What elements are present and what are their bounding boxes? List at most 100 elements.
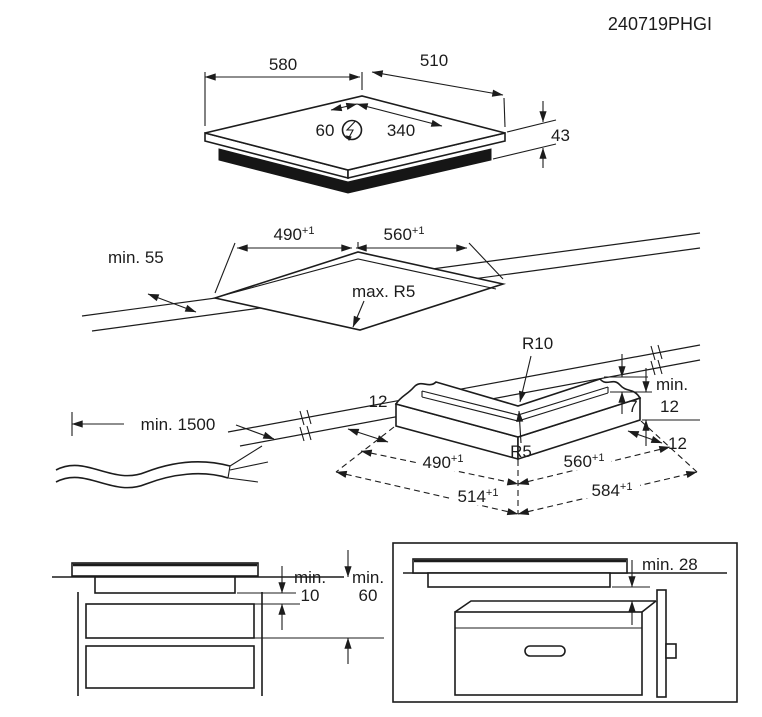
worktop-edge-line	[227, 344, 701, 433]
dim-label-corner-radius: max. R5	[352, 282, 415, 301]
extension-line	[214, 242, 236, 294]
dim-label-cable-y: 340	[387, 121, 415, 140]
superscript-tolerance: +1	[412, 225, 425, 237]
cutout-inner-edge	[220, 258, 497, 297]
dimension-line	[335, 470, 519, 516]
leader-arrow	[516, 410, 524, 444]
dim-cutout-width: 490+1	[214, 225, 359, 294]
superscript-tolerance: +1	[620, 481, 633, 493]
dimension-line	[371, 70, 504, 97]
label-backing	[557, 454, 611, 470]
dim-label-min-value: 12	[660, 397, 679, 416]
leader-arrow	[518, 355, 532, 403]
dim-overall-depth: 584+1	[517, 470, 698, 516]
extension-line	[503, 97, 506, 128]
value: 560	[564, 452, 592, 471]
leader-arrow	[352, 300, 365, 328]
dim-label-overall-width: 514+1	[458, 487, 499, 506]
lightning-bolt-icon	[345, 121, 356, 138]
value: 560	[384, 225, 412, 244]
drawer-upper	[85, 603, 255, 639]
hob-body-band	[218, 148, 492, 194]
dim-label-cutout-width: 490+1	[274, 225, 315, 244]
label-backing	[584, 482, 640, 498]
dimension-line	[147, 293, 197, 313]
dim-cutout-corner-radius: max. R5	[352, 282, 415, 328]
dim-label-recess-cutout-depth: 560+1	[564, 452, 605, 471]
dimension-line	[517, 446, 671, 485]
break-mark-right	[650, 344, 663, 376]
dim-label-border-right: 12	[668, 434, 687, 453]
cabinet-sides	[77, 592, 263, 696]
oven-top-face	[454, 600, 657, 613]
dim-label-cutout-depth: 560+1	[384, 225, 425, 244]
cable-length-view: min. 1500	[55, 412, 275, 489]
dim-top-radius: R10	[518, 334, 553, 403]
break-marks	[299, 344, 663, 442]
dim-label-clearance-min-word: min.	[352, 568, 384, 587]
dim-label-hob-width: 580	[269, 55, 297, 74]
dim-hob-width: 580	[204, 55, 363, 126]
built-in-oven	[454, 600, 657, 696]
dim-hob-depth: 510	[371, 51, 506, 128]
dim-recess-cutout-width: 490+1	[360, 449, 519, 486]
dim-label-oven-clearance: min. 28	[642, 555, 698, 574]
cable-wire-strands	[227, 445, 269, 483]
dim-recess-cutout-depth: 560+1	[517, 446, 671, 485]
dim-label-cable-length: min. 1500	[141, 415, 216, 434]
dim-label-overall-depth: 584+1	[592, 481, 633, 500]
document-code: 240719PHGI	[608, 14, 712, 34]
extension-line	[468, 242, 504, 280]
dim-label-clearance: min. 55	[108, 248, 164, 267]
dimension-arrow-right	[235, 424, 275, 440]
panel-knob	[665, 643, 677, 659]
cutout-opening	[211, 251, 507, 331]
value: 514	[458, 487, 486, 506]
dim-oven-clearance: min. 28	[612, 555, 698, 625]
label-backing	[418, 455, 468, 471]
superscript-tolerance: +1	[302, 225, 315, 237]
superscript-tolerance: +1	[592, 452, 605, 464]
dim-cutout-depth: 560+1	[355, 225, 504, 280]
dim-label-gap-min-word: min.	[294, 568, 326, 587]
hob-body-section	[94, 576, 236, 594]
value: 490	[274, 225, 302, 244]
corner-piece-top-surface	[394, 378, 642, 438]
dim-cable-offset-x	[330, 102, 358, 112]
label-backing	[450, 489, 506, 505]
superscript-tolerance: +1	[486, 487, 499, 499]
dim-label-cable-x: 60	[316, 121, 335, 140]
cabinet-section-view: min. 10 min. 60	[52, 550, 384, 696]
dim-right-side-stack: 7 min. 12	[604, 354, 700, 446]
worktop-cutout-view: min. 55 490+1 560+1 max. R5	[81, 225, 701, 332]
dim-label-recess-cutout-width: 490+1	[423, 453, 464, 472]
cable-outline-top	[55, 460, 231, 477]
dim-label-min-word: min.	[656, 375, 688, 394]
value: 490	[423, 453, 451, 472]
dim-total-clearance: min. 60	[344, 550, 384, 664]
value: 584	[592, 481, 620, 500]
dim-label-hob-height: 43	[551, 126, 570, 145]
mains-cable-icon	[55, 445, 269, 489]
cable-outline-bottom	[55, 472, 229, 489]
extension-line	[506, 119, 557, 133]
dimension-line	[627, 430, 663, 444]
dim-label-border-left: 12	[369, 392, 388, 411]
dim-cable-offset-y	[356, 103, 443, 127]
power-connection-icon	[341, 119, 363, 141]
superscript-tolerance: +1	[451, 453, 464, 465]
cable-position-dims: 60 340	[316, 102, 443, 141]
extension-line	[492, 143, 557, 160]
dim-label-recess-depth: 7	[628, 397, 637, 416]
oven-handle	[524, 645, 566, 657]
dim-label-top-radius: R10	[522, 334, 553, 353]
dim-border-left: 12	[347, 392, 389, 443]
dim-border-right: 12	[627, 430, 687, 453]
dim-overall-width: 514+1	[335, 470, 519, 516]
dim-drawer-gap: min. 10	[237, 566, 384, 639]
dim-label-hob-depth: 510	[420, 51, 448, 70]
drawer-lower	[85, 645, 255, 689]
section-frame	[392, 542, 738, 703]
extension-lines	[237, 592, 384, 639]
break-mark-left	[299, 409, 312, 442]
